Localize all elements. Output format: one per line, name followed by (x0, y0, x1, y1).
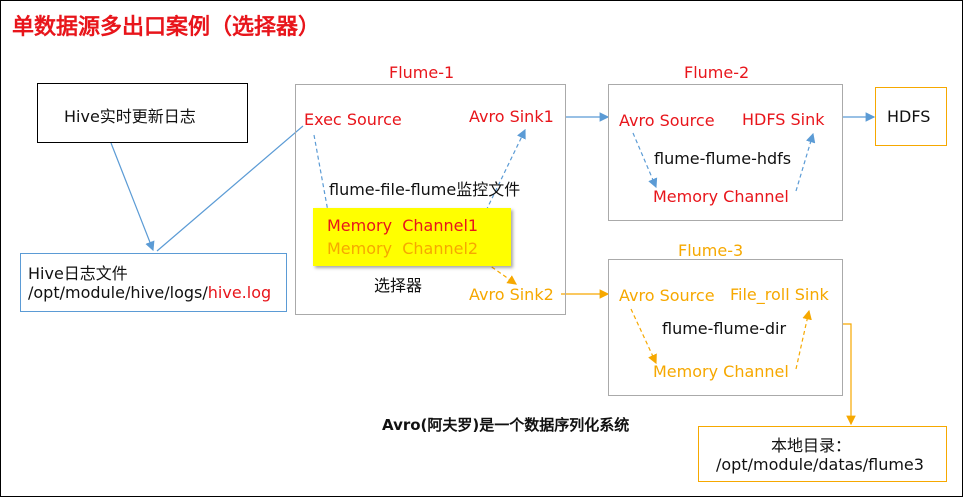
flume1-label: Flume-1 (389, 63, 455, 82)
flume3-memory-channel: Memory Channel (653, 362, 789, 381)
flume1-selector-label: 选择器 (374, 276, 423, 295)
hdfs-label: HDFS (887, 107, 931, 126)
flume3-label: Flume-3 (678, 241, 744, 260)
flume2-hdfs-sink: HDFS Sink (742, 110, 825, 129)
flume2-memory-channel: Memory Channel (653, 187, 789, 206)
arrow-f3-channel-to-sink (795, 309, 812, 370)
channel-selector-highlight (313, 208, 511, 266)
flume2-config-label: flume-flume-hdfs (654, 149, 792, 168)
local-dir-label: 本地目录： (771, 436, 852, 455)
flume2-label: Flume-2 (684, 63, 750, 82)
hive-log-file-name: hive.log (207, 283, 272, 302)
flume2-avro-source: Avro Source (619, 111, 715, 130)
avro-note: Avro(阿夫罗)是一个数据序列化系统 (382, 416, 630, 434)
flume1-avro-sink2: Avro Sink2 (469, 285, 554, 304)
diagram-title: 单数据源多出口案例（选择器） (12, 15, 321, 40)
hive-realtime-log-box (37, 83, 248, 143)
arrow-channel2-to-sink2 (485, 262, 517, 285)
arrow-f3-source-to-channel (630, 308, 657, 365)
flume1-memory-channel1: Memory Channel1 (327, 216, 479, 235)
hdfs-box (875, 87, 947, 146)
flume1-config-label: flume-file-flume监控文件 (329, 180, 521, 199)
arrow-exec-to-file (156, 125, 304, 252)
flume3-file-roll-sink: File_roll Sink (730, 285, 829, 304)
flume1-box (295, 84, 566, 315)
arrow-log-to-file (110, 142, 155, 252)
arrow-f2-channel-to-sink (795, 132, 816, 192)
flume3-avro-source: Avro Source (619, 286, 715, 305)
hive-log-file-box (20, 253, 287, 312)
hive-log-path-prefix: /opt/module/hive/logs/ (28, 283, 208, 302)
flume2-box (608, 84, 843, 221)
flume1-avro-sink1: Avro Sink1 (469, 107, 554, 126)
flume3-config-label: flume-flume-dir (662, 319, 787, 338)
arrow-flume3-to-localdir (842, 323, 856, 426)
local-dir-path: /opt/module/datas/flume3 (716, 455, 924, 474)
hive-log-file-label: Hive日志文件 (28, 264, 128, 283)
flume3-box (608, 259, 843, 396)
arrow-channel1-to-sink1 (482, 128, 526, 218)
hive-log-file-path: /opt/module/hive/logs/hive.log (28, 283, 271, 302)
flume1-memory-channel2: Memory Channel2 (327, 239, 479, 258)
local-dir-box (698, 426, 947, 482)
flume1-exec-source: Exec Source (304, 110, 402, 129)
hive-realtime-log-label: Hive实时更新日志 (64, 107, 196, 126)
arrow-f2-source-to-channel (632, 132, 658, 189)
